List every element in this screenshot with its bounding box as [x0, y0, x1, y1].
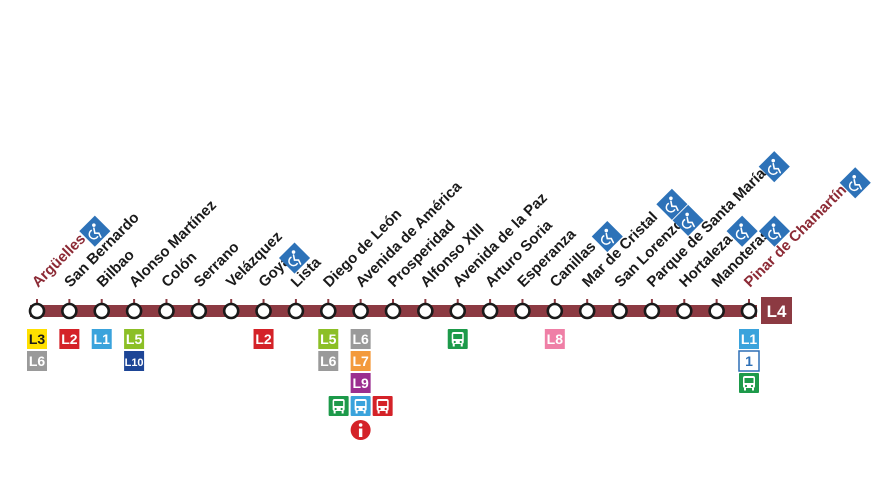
bus-urban-icon: [350, 396, 371, 416]
station-marker[interactable]: [384, 302, 402, 320]
station-tick: [748, 299, 750, 306]
station-marker[interactable]: [222, 302, 240, 320]
station-tick: [359, 299, 362, 306]
station-tick: [165, 299, 168, 306]
connection-badge[interactable]: L9: [350, 373, 371, 393]
station-tick: [586, 299, 589, 306]
station-tick: [618, 299, 621, 306]
station-tick: [456, 299, 459, 306]
station-tick: [262, 299, 265, 306]
connection-label: L1: [94, 331, 111, 347]
station-marker[interactable]: [578, 302, 596, 320]
station-tick: [392, 299, 394, 306]
station-tick: [230, 299, 233, 306]
connection-label: L5: [126, 331, 143, 347]
line-badge-label: L4: [767, 302, 787, 321]
connection-badge[interactable]: L1: [739, 329, 759, 349]
station-marker[interactable]: [643, 302, 661, 320]
connection-badge[interactable]: L1: [91, 329, 112, 349]
connection-badge[interactable]: L3: [27, 329, 47, 349]
station-tick: [68, 299, 71, 306]
connection-badge[interactable]: L8: [544, 329, 565, 349]
station-marker[interactable]: [190, 302, 208, 320]
connection-label: L3: [29, 331, 46, 347]
station-marker[interactable]: [61, 302, 78, 320]
connection-label: 1: [745, 353, 753, 369]
connection-label: L9: [352, 375, 369, 391]
connection-label: L6: [29, 353, 46, 369]
station-marker[interactable]: [93, 302, 111, 320]
connection-label: L7: [352, 353, 369, 369]
connection-label: L6: [352, 331, 369, 347]
connection-badge[interactable]: L5: [124, 329, 145, 349]
station-marker[interactable]: [417, 302, 434, 320]
connection-badge[interactable]: L6: [318, 351, 339, 371]
connection-badge[interactable]: L2: [253, 329, 274, 349]
station-marker[interactable]: [28, 302, 46, 320]
wheelchair-accessible-icon: [79, 215, 111, 247]
connection-label: L1: [741, 331, 758, 347]
station-marker[interactable]: [449, 302, 467, 320]
station-tick: [521, 299, 524, 306]
station-marker[interactable]: [125, 302, 143, 320]
station-marker[interactable]: [708, 302, 725, 320]
connection-badge[interactable]: L5: [318, 329, 339, 349]
bus-longdistance-icon: [372, 396, 393, 416]
connection-badge[interactable]: L6: [350, 329, 371, 349]
bus-interurban-icon: [328, 396, 349, 416]
station-marker[interactable]: [740, 302, 758, 320]
info-icon: [350, 420, 371, 440]
station-marker[interactable]: [352, 302, 369, 320]
station-marker[interactable]: [158, 302, 175, 320]
connection-badge[interactable]: L6: [27, 351, 47, 371]
connection-badge[interactable]: L10: [124, 351, 145, 371]
line-ticks: [36, 299, 750, 306]
station-tick: [100, 299, 103, 306]
station-marker[interactable]: [481, 302, 499, 320]
station-tick: [715, 299, 718, 306]
line-badge[interactable]: L4: [761, 297, 792, 324]
connection-badge[interactable]: 1: [738, 350, 760, 372]
wheelchair-accessible-icon: [278, 242, 311, 274]
station-tick: [424, 299, 427, 306]
station-marker[interactable]: [255, 302, 272, 320]
station-tick: [36, 299, 38, 306]
station-marker[interactable]: [546, 302, 564, 320]
bus-interurban-icon: [447, 329, 468, 349]
station-marker[interactable]: [675, 302, 693, 320]
connection-label: L5: [320, 331, 337, 347]
station-marker[interactable]: [611, 302, 628, 320]
connection-badge[interactable]: L2: [59, 329, 80, 349]
connection-badge[interactable]: L7: [350, 351, 371, 371]
connection-label: L2: [255, 331, 272, 347]
station-tick: [133, 299, 136, 306]
station-tick: [553, 299, 556, 306]
station-tick: [197, 299, 200, 306]
bus-interurban-icon: [739, 373, 759, 393]
station-tick: [327, 299, 330, 306]
station-marker[interactable]: [514, 302, 531, 320]
station-tick: [294, 299, 297, 306]
station-tick: [683, 299, 686, 306]
connection-label: L2: [61, 331, 78, 347]
connection-label: L8: [547, 331, 564, 347]
connection-label: L10: [125, 357, 144, 369]
connection-label: L6: [320, 353, 337, 369]
station-tick: [650, 299, 653, 306]
station-marker[interactable]: [287, 302, 305, 320]
station-tick: [489, 299, 492, 306]
station-marker[interactable]: [319, 302, 337, 320]
